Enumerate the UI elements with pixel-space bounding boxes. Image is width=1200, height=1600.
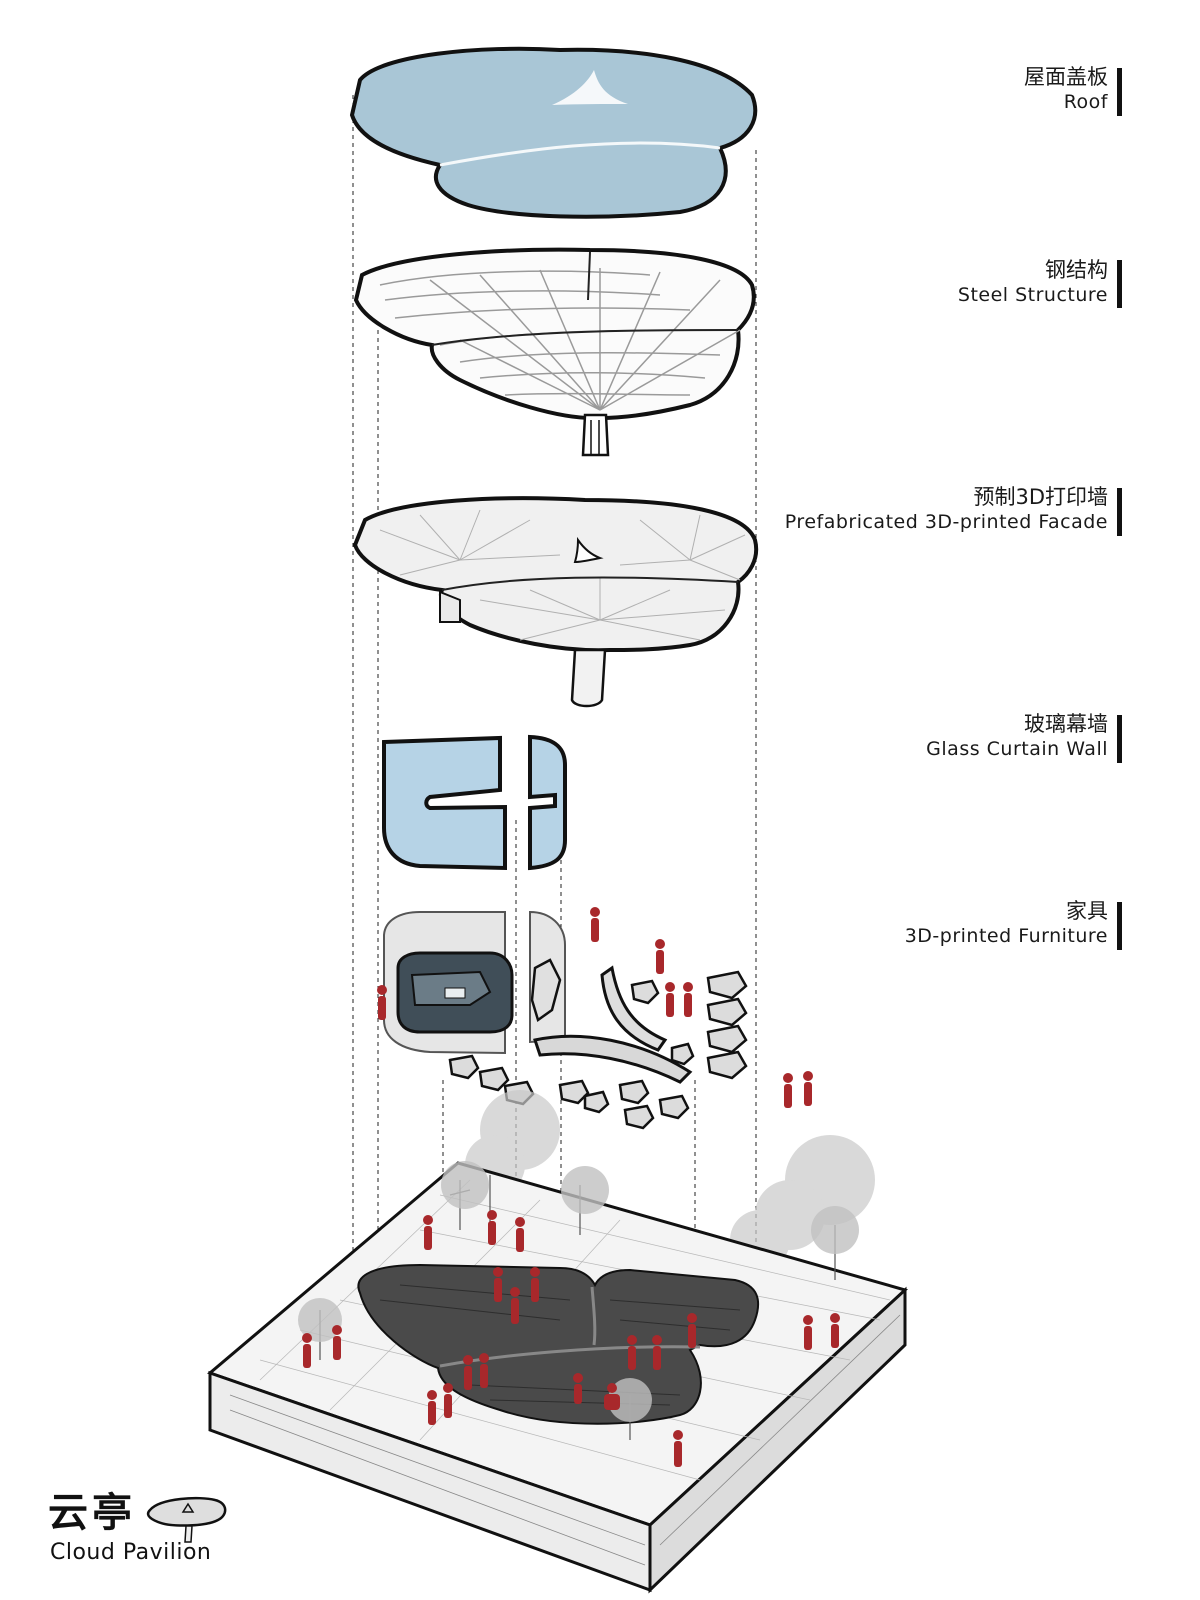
layer-label-glass-curtain-wall: 玻璃幕墙 Glass Curtain Wall — [926, 711, 1108, 761]
layer-label-zh: 钢结构 — [1045, 258, 1108, 282]
facade-layer — [352, 496, 759, 708]
furniture-layer — [383, 910, 748, 1130]
pavilion-thumbnail-icon — [146, 1496, 227, 1543]
layer-bar-steel-structure — [1117, 260, 1122, 308]
layer-label-en: 3D-printed Furniture — [904, 925, 1108, 947]
layer-bar-furniture — [1117, 902, 1122, 950]
layer-label-steel-structure: 钢结构 Steel Structure — [958, 257, 1108, 307]
layer-label-furniture: 家具 3D-printed Furniture — [905, 898, 1108, 948]
steel-structure-layer — [353, 247, 756, 457]
layer-label-facade: 预制3D打印墙 Prefabricated 3D-printed Facade — [785, 484, 1108, 534]
layer-label-zh: 屋面盖板 — [1024, 65, 1108, 89]
layer-label-en: Prefabricated 3D-printed Facade — [784, 511, 1108, 533]
layer-label-en: Steel Structure — [957, 284, 1108, 306]
layer-label-en: Roof — [1063, 91, 1108, 113]
layer-label-zh: 家具 — [1066, 899, 1108, 923]
layer-bar-roof — [1117, 68, 1122, 116]
title-zh: 云亭 — [48, 1489, 136, 1536]
title-en: Cloud Pavilion — [50, 1540, 212, 1565]
layer-label-en: Glass Curtain Wall — [926, 738, 1108, 760]
site-base — [207, 1090, 908, 1594]
people-figures — [302, 907, 840, 1467]
roof-layer — [349, 46, 758, 219]
layer-label-zh: 玻璃幕墙 — [1024, 712, 1108, 736]
layer-bar-facade — [1117, 488, 1122, 536]
layer-label-roof: 屋面盖板 Roof — [1024, 64, 1108, 114]
layer-bar-glass-curtain-wall — [1117, 715, 1122, 763]
glass-curtain-wall-layer — [382, 734, 567, 871]
layer-label-zh: 预制3D打印墙 — [973, 485, 1108, 509]
